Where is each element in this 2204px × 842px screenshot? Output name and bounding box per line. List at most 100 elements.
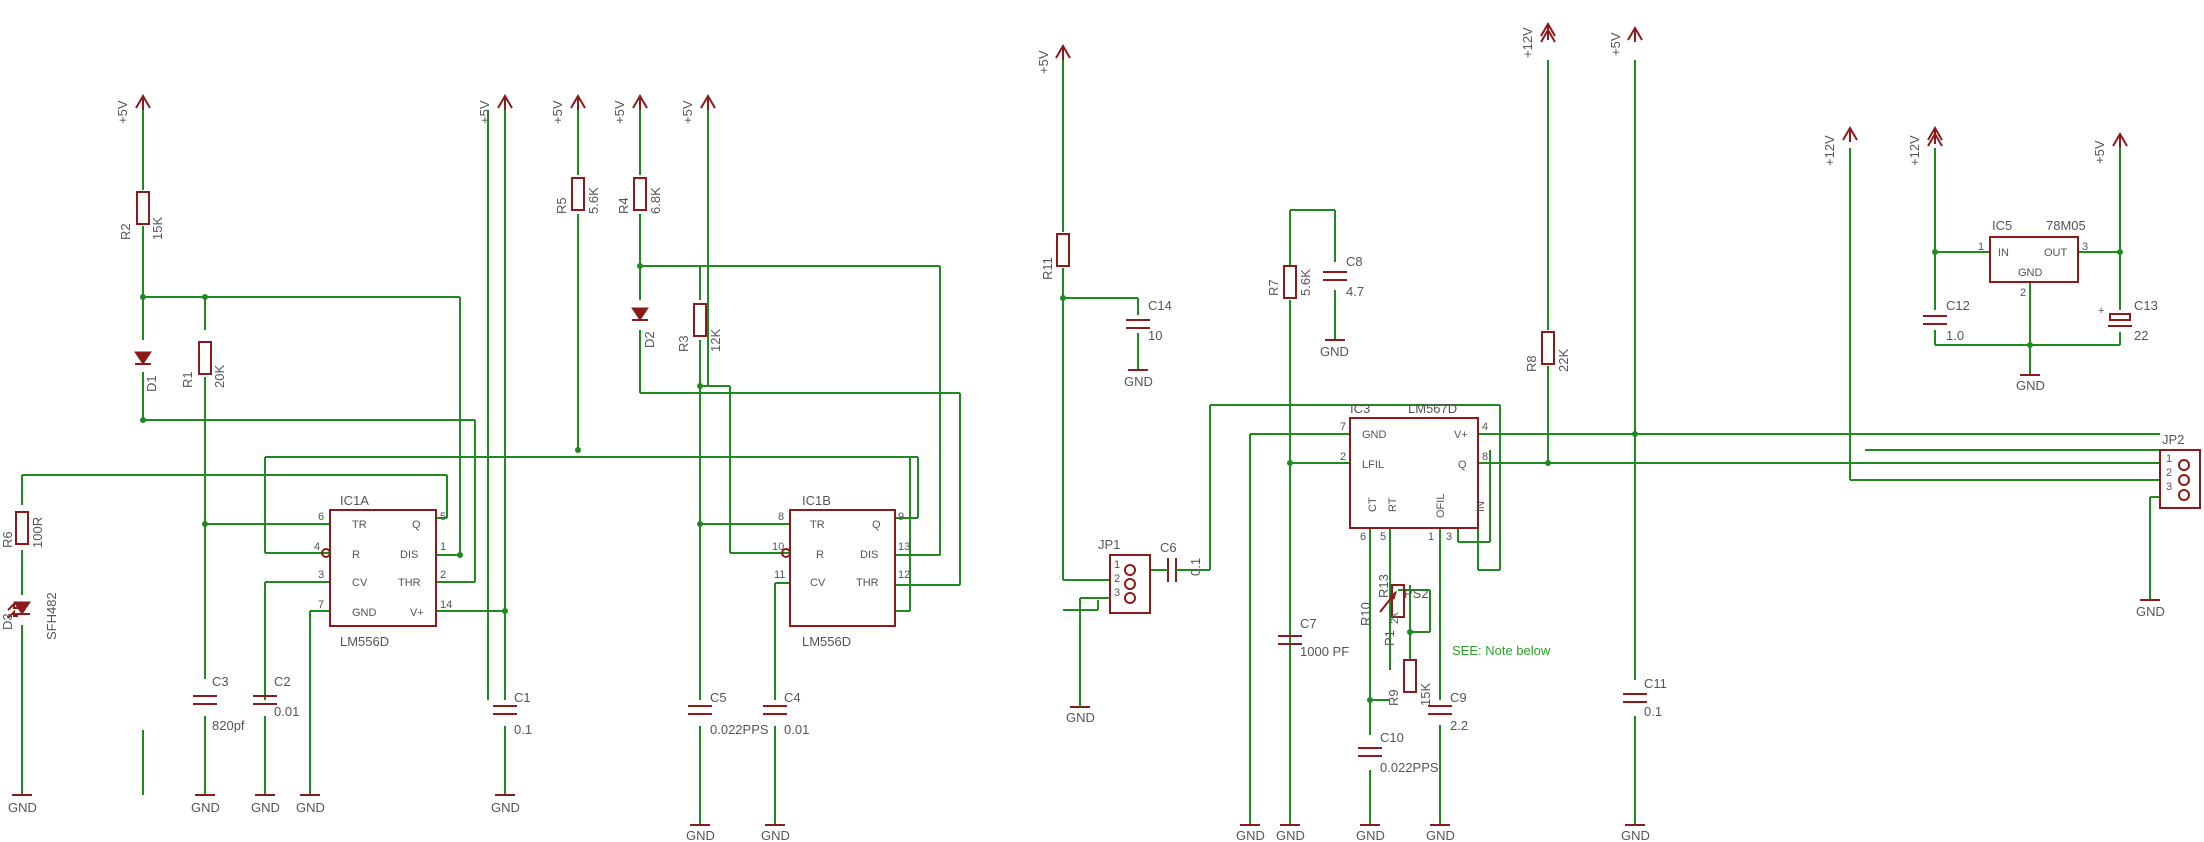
svg-text:JP1: JP1: [1098, 537, 1120, 552]
svg-text:CV: CV: [810, 577, 826, 589]
svg-text:8: 8: [1482, 451, 1488, 463]
cap-c2: C20.01: [252, 674, 299, 719]
svg-text:2k: 2k: [1389, 612, 1401, 624]
supply-5v-r11: +5V: [1036, 45, 1071, 74]
svg-text:IN: IN: [1475, 501, 1487, 512]
jumper-jp2: JP2 1 2 3: [2159, 432, 2201, 509]
svg-text:22: 22: [2134, 328, 2148, 343]
svg-text:5.6K: 5.6K: [586, 187, 601, 214]
svg-text:R11: R11: [1040, 257, 1055, 280]
svg-text:GND: GND: [1276, 828, 1305, 842]
svg-text:DIS: DIS: [400, 549, 418, 561]
svg-text:2: 2: [2166, 467, 2172, 479]
svg-text:C3: C3: [212, 674, 229, 689]
supply-5v-r2: +5V: [115, 95, 151, 124]
svg-text:THR: THR: [398, 577, 421, 589]
svg-text:2.2: 2.2: [1450, 718, 1468, 733]
gnd-c9: GND: [1426, 824, 1455, 842]
svg-text:D2: D2: [642, 331, 657, 348]
svg-text:IC1A: IC1A: [340, 493, 369, 508]
svg-text:0.022PPS: 0.022PPS: [1380, 760, 1439, 775]
svg-text:78M05: 78M05: [2046, 218, 2086, 233]
svg-text:+5V: +5V: [1608, 32, 1623, 56]
svg-text:12K: 12K: [708, 329, 723, 352]
svg-text:GND: GND: [1426, 828, 1455, 842]
supply-5v-c1: +5V: [477, 95, 513, 124]
svg-text:V+: V+: [1454, 429, 1468, 441]
svg-text:D3: D3: [0, 613, 15, 630]
svg-text:LM556D: LM556D: [802, 634, 851, 649]
svg-text:10: 10: [1148, 328, 1162, 343]
gnd-c2: GND: [251, 794, 280, 815]
svg-text:R13: R13: [1376, 574, 1391, 598]
svg-text:+5V: +5V: [1036, 50, 1051, 74]
svg-text:8: 8: [778, 511, 784, 523]
svg-text:GND: GND: [491, 800, 520, 815]
svg-text:+12V: +12V: [1907, 135, 1922, 166]
svg-text:6: 6: [318, 511, 324, 523]
svg-text:JP2: JP2: [2162, 432, 2184, 447]
svg-text:22K: 22K: [1556, 349, 1571, 372]
led-d3: D3 SFH482: [0, 592, 59, 640]
gnd-ic3: GND: [1236, 824, 1265, 842]
svg-text:1: 1: [440, 541, 446, 553]
svg-text:1: 1: [1978, 241, 1984, 253]
svg-text:GND: GND: [191, 800, 220, 815]
supply-5v-r5: +5V: [550, 95, 586, 124]
svg-text:GND: GND: [1356, 828, 1385, 842]
svg-text:GND: GND: [8, 800, 37, 815]
gnd-c1: GND: [491, 794, 520, 815]
svg-text:+5V: +5V: [680, 100, 695, 124]
cap-c4: C40.01: [762, 690, 809, 737]
svg-text:GND: GND: [2018, 267, 2043, 279]
svg-text:7: 7: [318, 599, 324, 611]
svg-text:C10: C10: [1380, 730, 1404, 745]
svg-text:TR: TR: [810, 519, 825, 531]
gnd-ic1a: GND: [296, 794, 325, 815]
svg-text:GND: GND: [686, 828, 715, 842]
gnd-c3: GND: [191, 794, 220, 815]
svg-text:6.8K: 6.8K: [648, 187, 663, 214]
svg-text:IC1B: IC1B: [802, 493, 831, 508]
svg-text:P1: P1: [1382, 630, 1397, 646]
cap-c1: C10.1: [492, 690, 532, 737]
svg-text:R: R: [352, 549, 360, 561]
svg-text:C8: C8: [1346, 254, 1363, 269]
svg-text:0.022PPS: 0.022PPS: [710, 722, 769, 737]
cap-c6: C60.1: [1150, 540, 1203, 582]
svg-text:R3: R3: [676, 335, 691, 352]
svg-text:2: 2: [1114, 573, 1120, 585]
cap-c5: C5 0.022PPS: [687, 690, 769, 737]
svg-text:100R: 100R: [30, 517, 45, 548]
svg-text:4: 4: [314, 541, 320, 553]
gnd-jp1: GND: [1066, 706, 1095, 725]
svg-text:1: 1: [2166, 453, 2172, 465]
supply-12v-jp2: +12V: [1822, 127, 1858, 166]
gnd-c8: GND: [1320, 339, 1349, 359]
svg-text:C11: C11: [1644, 676, 1667, 691]
resistor-r6: R6 100R: [0, 511, 45, 548]
svg-text:R6: R6: [0, 531, 15, 548]
svg-text:GND: GND: [1066, 710, 1095, 725]
svg-text:+: +: [2098, 305, 2104, 317]
svg-text:+5V: +5V: [115, 100, 130, 124]
svg-text:C5: C5: [710, 690, 727, 705]
svg-text:SFH482: SFH482: [44, 592, 59, 640]
svg-text:3: 3: [1114, 587, 1120, 599]
svg-text:GND: GND: [1320, 344, 1349, 359]
supply-5v-ic5: +5V: [2092, 133, 2128, 164]
ic1b: IC1B LM556D TR Q R DIS CV THR 8 9 10 13 …: [772, 493, 910, 649]
svg-text:5: 5: [1380, 531, 1386, 543]
gnd-c11: GND: [1621, 824, 1650, 842]
svg-text:LM567D: LM567D: [1408, 401, 1457, 416]
svg-text:13: 13: [898, 541, 910, 553]
svg-text:6: 6: [1360, 531, 1366, 543]
svg-text:3: 3: [1446, 531, 1452, 543]
